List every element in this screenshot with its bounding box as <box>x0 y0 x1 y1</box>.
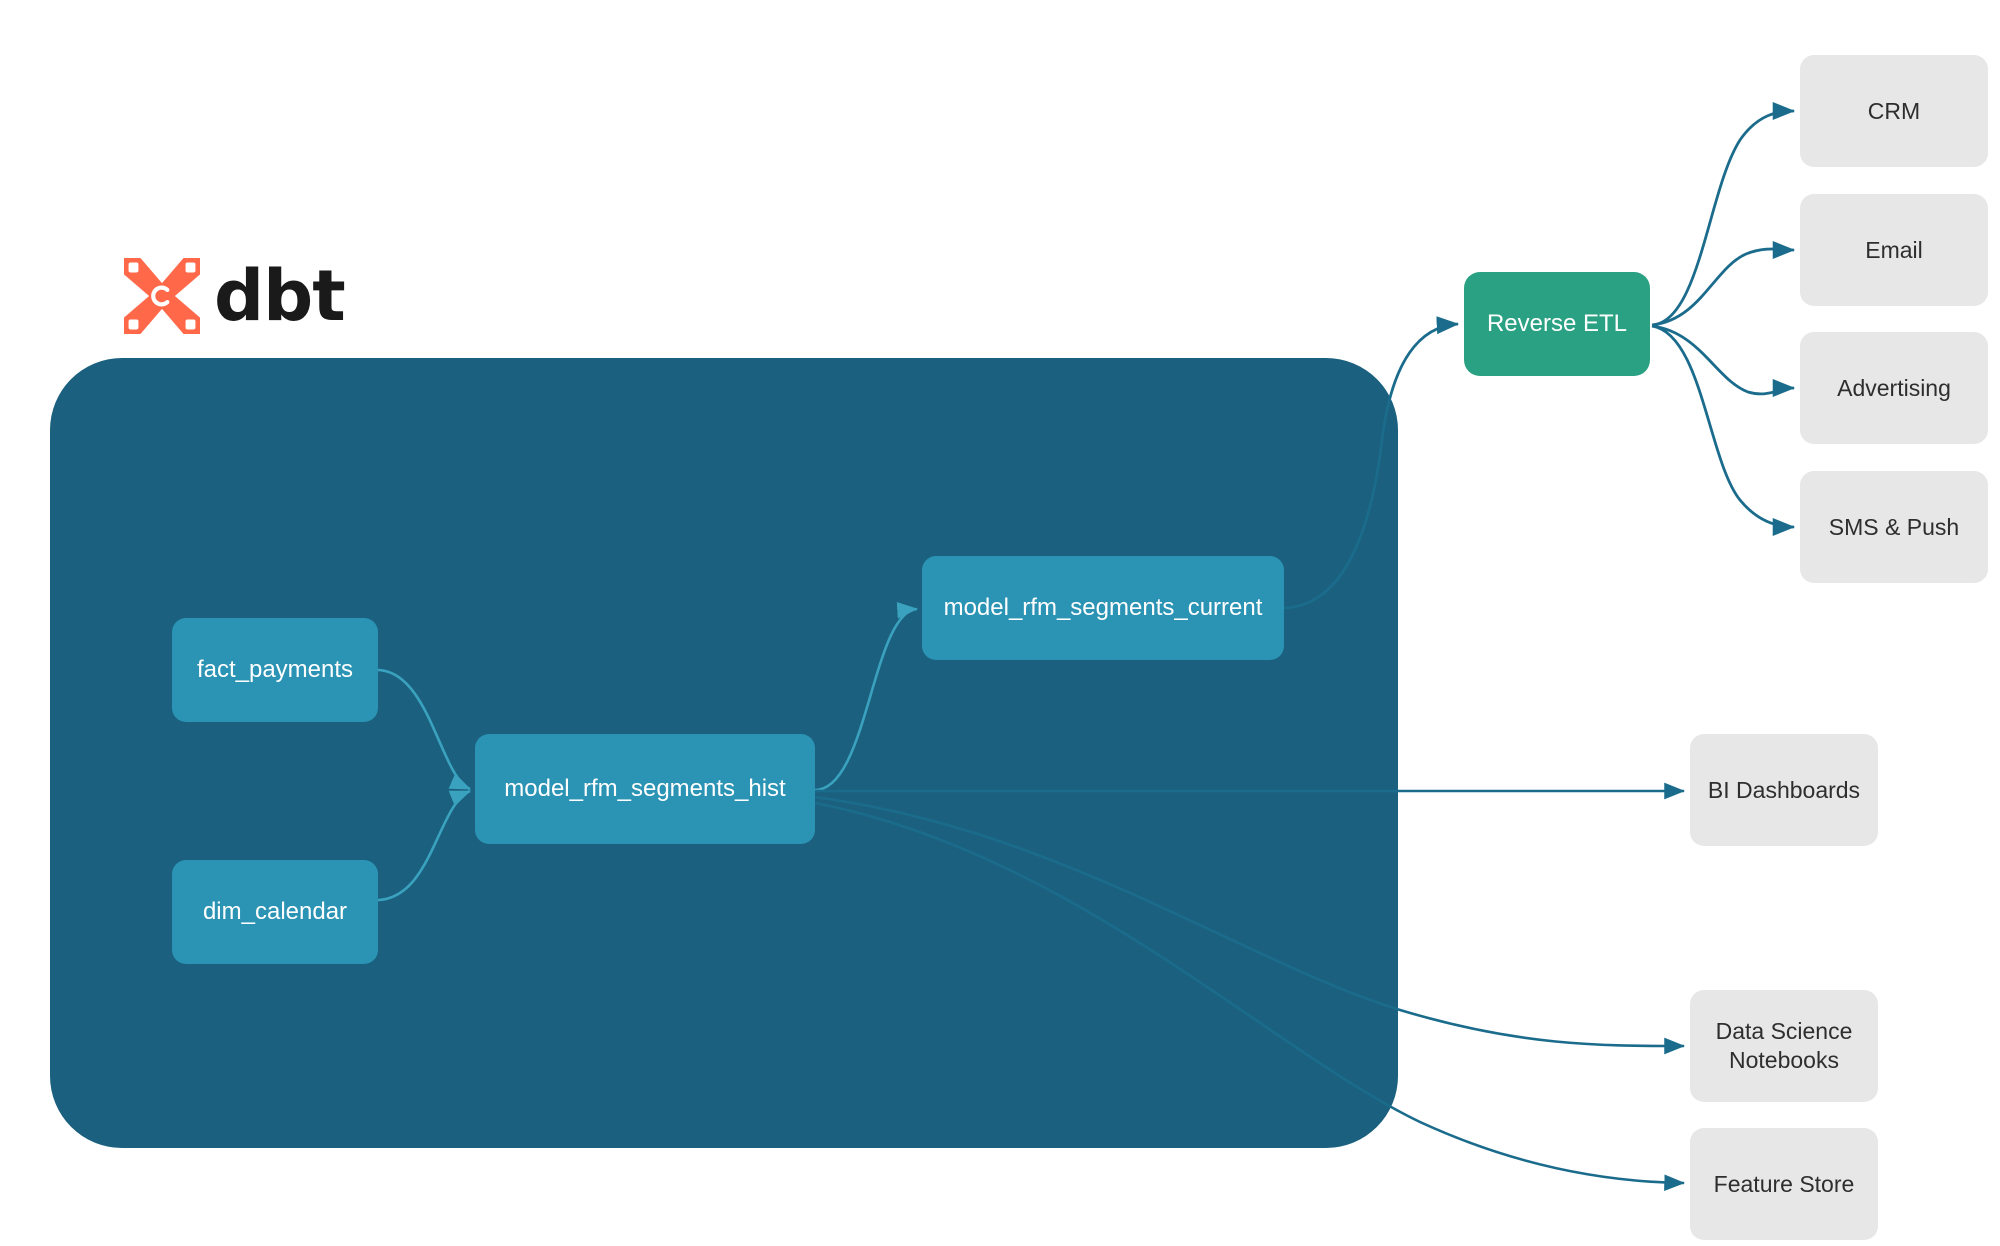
edge-reverse-etl-to-email <box>1651 241 1796 327</box>
node-label-line-2: Notebooks <box>1729 1047 1839 1073</box>
dbt-wordmark: dbt <box>214 255 346 337</box>
node-advertising[interactable]: Advertising <box>1800 332 1988 444</box>
node-sms-push[interactable]: SMS & Push <box>1800 471 1988 583</box>
node-email[interactable]: Email <box>1800 194 1988 306</box>
node-fact-payments[interactable]: fact_payments <box>172 618 378 722</box>
dbt-logo-icon <box>124 258 200 334</box>
node-label-line-1: Data Science <box>1715 1018 1853 1045</box>
node-bi-dashboards[interactable]: BI Dashboards <box>1690 734 1878 846</box>
edge-reverse-etl-to-crm <box>1651 102 1796 327</box>
node-dim-calendar[interactable]: dim_calendar <box>172 860 378 964</box>
node-model-rfm-segments-hist[interactable]: model_rfm_segments_hist <box>475 734 815 844</box>
node-crm[interactable]: CRM <box>1800 55 1988 167</box>
edge-reverse-etl-to-advertising <box>1651 324 1796 397</box>
dbt-logo: dbt <box>124 255 346 337</box>
node-data-science-notebooks[interactable]: Data Science Notebooks <box>1690 990 1878 1102</box>
edge-reverse-etl-to-sms-push <box>1651 324 1796 536</box>
node-model-rfm-segments-current[interactable]: model_rfm_segments_current <box>922 556 1284 660</box>
node-feature-store[interactable]: Feature Store <box>1690 1128 1878 1240</box>
node-reverse-etl[interactable]: Reverse ETL <box>1464 272 1650 376</box>
node-label-multiline: Data Science Notebooks <box>1716 1017 1853 1075</box>
